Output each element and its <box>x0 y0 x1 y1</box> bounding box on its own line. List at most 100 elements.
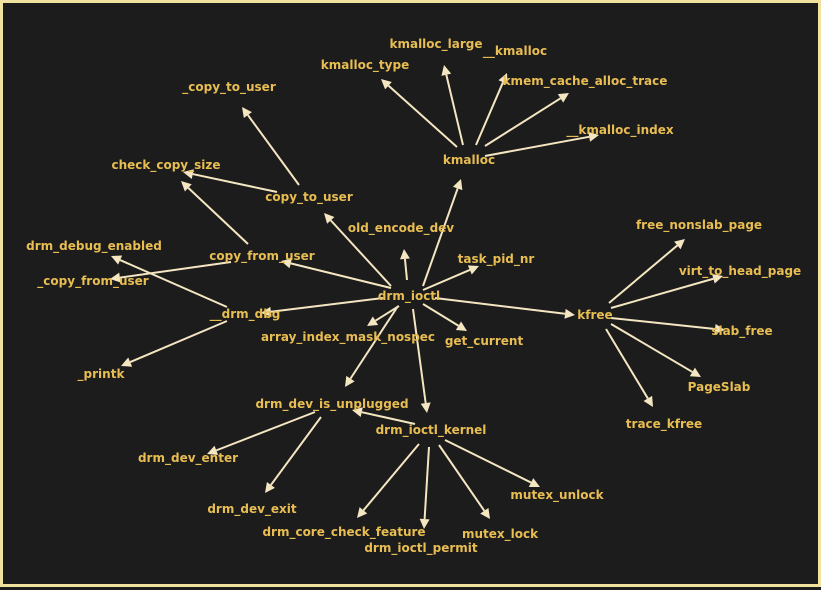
edge-drm_ioctl-to-copy_from_user <box>281 258 392 289</box>
edge-arrowhead <box>480 507 490 519</box>
node--copy-to-user: _copy_to_user <box>182 80 276 95</box>
edge-line <box>192 173 278 193</box>
edge-arrowhead <box>345 375 355 387</box>
node-check-copy-size: check_copy_size <box>111 158 220 173</box>
edge-kmalloc-to-kmalloc_type <box>381 79 458 148</box>
edge-arrowhead <box>207 445 219 456</box>
edge-drm_ioctl-to-drm_dev_is_unplugged <box>345 305 399 387</box>
edge-line <box>422 188 459 287</box>
edge-drm_ioctl-to-old_encode_dev <box>399 249 410 281</box>
edge-arrowhead <box>281 258 292 269</box>
edge-arrowhead <box>242 107 252 119</box>
edge-copy_to_user-to-_copy_to_user <box>242 107 300 186</box>
edge-arrowhead <box>324 213 335 224</box>
edge-arrowhead <box>455 321 467 331</box>
edge-line <box>610 277 714 309</box>
edge-line <box>484 97 562 147</box>
edge-line <box>403 258 408 281</box>
edge-kfree-to-PageSlab <box>610 323 701 377</box>
edge-drm_ioctl_kernel-to-mutex_lock <box>438 444 490 519</box>
edge-drm_ioctl-to-task_pid_nr <box>422 265 479 291</box>
edge-arrowhead <box>110 272 121 283</box>
edge-__drm_dbg-to-drm_debug_enabled <box>111 255 228 308</box>
edge-line <box>119 261 232 279</box>
edge-copy_from_user-to-check_copy_size <box>181 181 249 245</box>
edge-drm_ioctl-to-drm_ioctl_kernel <box>412 308 431 413</box>
node-free-nonslab-page: free_nonslab_page <box>636 218 762 233</box>
node-drm-dev-exit: drm_dev_exit <box>207 502 297 517</box>
edge-arrowhead <box>528 478 540 488</box>
edge-kfree-to-trace_kfree <box>605 328 653 407</box>
edge-arrowhead <box>557 93 569 103</box>
edge-arrowhead <box>399 249 410 260</box>
edge-line <box>423 446 430 520</box>
edge-line <box>361 411 416 425</box>
call-graph-diagram: drm_ioctlkmallockmalloc_large__kmallockm… <box>26 37 801 556</box>
edge-arrowhead <box>689 367 701 377</box>
node-array-index-mask-nospec: array_index_mask_nospec <box>261 330 435 345</box>
node-old-encode-dev: old_encode_dev <box>348 221 454 236</box>
edge-drm_ioctl-to-get_current <box>422 303 467 331</box>
edge-line <box>290 262 392 289</box>
edge-arrowhead <box>420 402 431 413</box>
node-task-pid-nr: task_pid_nr <box>458 252 535 267</box>
node-kmalloc: kmalloc <box>443 153 495 167</box>
node-mutex-lock: mutex_lock <box>462 527 539 542</box>
edge-arrowhead <box>183 169 194 179</box>
node---kmalloc: __kmalloc <box>483 44 547 59</box>
node-kmalloc-large: kmalloc_large <box>389 37 482 52</box>
edge-arrowhead <box>452 179 463 191</box>
edge-arrowhead <box>261 306 272 317</box>
edge-arrowhead <box>714 323 725 334</box>
edge-arrowhead <box>381 79 392 90</box>
edge-kfree-to-virt_to_head_page <box>610 273 723 309</box>
node---kmalloc-index: __kmalloc_index <box>566 123 674 138</box>
edge-arrowhead <box>111 255 123 265</box>
edge-line <box>438 444 486 512</box>
node-drm-dev-is-unplugged: drm_dev_is_unplugged <box>255 397 408 412</box>
edge-line <box>422 303 459 327</box>
node-drm-ioctl: drm_ioctl <box>378 289 440 304</box>
edge-copy_from_user-to-_copy_from_user <box>110 261 232 283</box>
edge-drm_ioctl-to-array_index_mask_nospec <box>367 305 400 326</box>
edge-line <box>362 443 420 511</box>
edge-kmalloc-to-kmalloc_large <box>441 65 464 146</box>
edge-__drm_dbg-to-_printk <box>121 320 228 367</box>
edge-drm_ioctl_kernel-to-drm_dev_is_unplugged <box>352 407 416 425</box>
edge-drm_ioctl_kernel-to-drm_core_check_feature <box>357 443 420 518</box>
edge-drm_dev_is_unplugged-to-drm_dev_enter <box>207 411 316 456</box>
label-layer: drm_ioctlkmallockmalloc_large__kmallockm… <box>26 37 801 556</box>
edge-arrowhead <box>498 73 508 85</box>
edge-line <box>605 328 649 399</box>
edge-arrowhead <box>357 507 368 518</box>
edge-arrowhead <box>441 65 452 76</box>
edge-kfree-to-free_nonslab_page <box>608 239 685 304</box>
edge-line <box>187 187 249 245</box>
node-mutex-unlock: mutex_unlock <box>510 488 604 503</box>
edge-kmalloc-to-__kmalloc_index <box>484 131 599 157</box>
edge-line <box>610 317 716 330</box>
node-PageSlab: PageSlab <box>688 380 751 394</box>
edge-arrowhead <box>265 481 275 493</box>
edge-line <box>330 219 392 287</box>
node-copy-from-user: copy_from_user <box>209 249 314 264</box>
edge-drm_ioctl-to-__drm_dbg <box>261 297 384 317</box>
edge-drm_ioctl-to-kfree <box>434 297 575 319</box>
edge-kfree-to-slab_free <box>610 317 725 334</box>
node-get-current: get_current <box>445 334 524 349</box>
edge-arrowhead <box>674 239 685 250</box>
node-drm-debug-enabled: drm_debug_enabled <box>26 239 162 254</box>
edge-drm_ioctl_kernel-to-drm_ioctl_permit <box>419 446 430 529</box>
edge-line <box>270 297 384 313</box>
edge-arrowhead <box>419 518 430 529</box>
edge-line <box>349 305 399 380</box>
edge-line <box>610 323 693 373</box>
edge-arrowhead <box>588 131 599 142</box>
edge-kmalloc-to-__kmalloc <box>475 73 508 146</box>
edge-line <box>129 320 228 364</box>
edge-line <box>445 74 464 146</box>
edge-drm_ioctl_kernel-to-mutex_unlock <box>444 439 540 488</box>
node-trace-kfree: trace_kfree <box>626 417 702 432</box>
edge-line <box>119 259 228 308</box>
node--copy-from-user: _copy_from_user <box>37 274 148 289</box>
